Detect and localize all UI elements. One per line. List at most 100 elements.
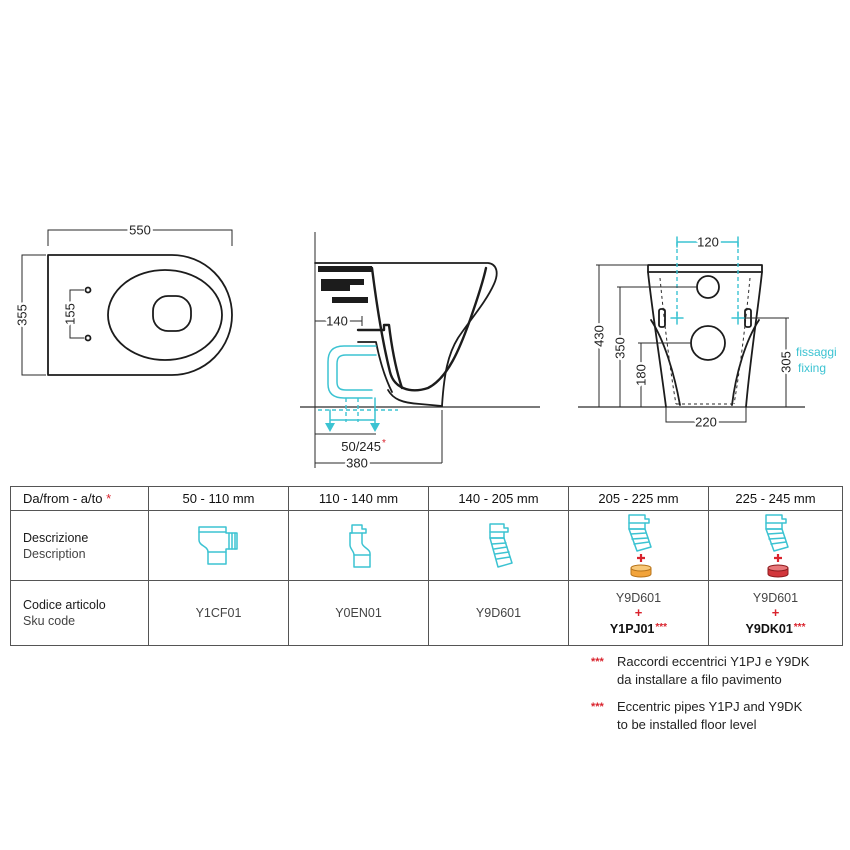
sku-label-cell: Codice articolo Sku code bbox=[10, 580, 149, 646]
footnote-mark: *** bbox=[591, 701, 604, 713]
technical-drawings: 550 355 155 140 50/245 * 380 bbox=[14, 222, 837, 473]
adapter-table: Da/from - a/to * 50 - 110 mm 110 - 140 m… bbox=[10, 486, 843, 646]
body-edge-line bbox=[731, 319, 760, 406]
floor-outlet-asterisk: * bbox=[382, 438, 386, 449]
fixing-label-italian: fissaggi bbox=[796, 345, 837, 359]
ribbed-section bbox=[627, 527, 652, 552]
width-dimension-line bbox=[47, 229, 233, 246]
plus-icon bbox=[636, 553, 645, 562]
fixing-height-dimension-label: 305 bbox=[779, 351, 794, 373]
range-header-label: Da/from - a/to bbox=[23, 491, 103, 506]
offset-adapter-icon bbox=[197, 525, 238, 565]
depth-dimension-line bbox=[21, 254, 46, 376]
pipe-plus-orange-eccentric-icon bbox=[627, 513, 652, 577]
fixing-axis-dashed bbox=[676, 242, 739, 318]
base-width-dimension-label: 220 bbox=[695, 415, 717, 430]
sku-cell: Y0EN01 bbox=[288, 580, 429, 646]
footnote-text: Raccordi eccentrici Y1PJ e Y9DK da insta… bbox=[617, 653, 809, 689]
plus-sign: + bbox=[634, 604, 643, 620]
pipe-plus-red-eccentric-icon bbox=[764, 513, 789, 577]
front-view: 120 430 350 180 305 fissaggi fixing 220 bbox=[578, 232, 837, 432]
outlet-offset-dimension-label: 140 bbox=[326, 314, 348, 329]
arrow-down-icon bbox=[370, 423, 380, 432]
arrow-down-icon bbox=[325, 423, 335, 432]
sku-cell: Y9D601 bbox=[428, 580, 569, 646]
range-cell: 205 - 225 mm bbox=[568, 486, 709, 511]
sku-row: Codice articolo Sku code Y1CF01 Y0EN01 Y… bbox=[10, 580, 843, 646]
fixing-bracket bbox=[658, 308, 666, 328]
outlet-height-dimension-line bbox=[638, 342, 691, 407]
sku-label-english: Sku code bbox=[23, 614, 76, 628]
ribbed-section bbox=[488, 536, 513, 568]
bowl-opening bbox=[152, 295, 192, 332]
description-cell bbox=[288, 510, 429, 581]
hole-spacing-dimension-line bbox=[69, 289, 84, 339]
height-dimension-label: 430 bbox=[592, 325, 607, 347]
front-body-outline bbox=[647, 264, 763, 408]
sku-code: Y9D601 bbox=[475, 606, 522, 620]
footnote-line: Raccordi eccentrici Y1PJ e Y9DK bbox=[617, 654, 810, 669]
bend-pipe-lines bbox=[348, 531, 371, 556]
bend-pipe-body bbox=[348, 523, 371, 568]
table-header-row: Da/from - a/to * 50 - 110 mm 110 - 140 m… bbox=[10, 486, 843, 511]
description-cell bbox=[568, 510, 709, 581]
fixing-point-marker bbox=[670, 311, 745, 325]
footnote-italian: *** Raccordi eccentrici Y1PJ e Y9DK da i… bbox=[591, 653, 841, 689]
footnote-line: to be installed floor level bbox=[617, 717, 757, 732]
range-header-cell: Da/from - a/to * bbox=[10, 486, 149, 511]
range-header-asterisk: * bbox=[106, 491, 112, 506]
range-cell: 50 - 110 mm bbox=[148, 486, 289, 511]
side-view: 140 50/245 * 380 bbox=[300, 232, 540, 473]
sku-code: Y0EN01 bbox=[335, 606, 382, 620]
sku-cell: Y9D601 + Y1PJ01*** bbox=[568, 580, 709, 646]
top-view-outline bbox=[47, 254, 233, 376]
rim-section bbox=[318, 266, 372, 272]
description-row: Descrizione Description bbox=[10, 510, 843, 581]
footnote-text: Eccentric pipes Y1PJ and Y9DK to be inst… bbox=[617, 698, 802, 734]
side-depth-dimension-label: 380 bbox=[346, 456, 368, 471]
ribs bbox=[764, 521, 787, 545]
inlet-height-dimension-label: 350 bbox=[613, 337, 628, 359]
range-cell: 225 - 245 mm bbox=[708, 486, 843, 511]
footnote-mark: *** bbox=[793, 621, 806, 633]
footnote-mark: *** bbox=[655, 621, 668, 633]
outlet-pipe-outline bbox=[336, 354, 377, 391]
sku-code-eccentric: Y9DK01*** bbox=[710, 620, 842, 637]
outlet-pipe-outline bbox=[327, 345, 377, 399]
description-cell bbox=[148, 510, 289, 581]
footnote-line: da installare a filo pavimento bbox=[617, 672, 782, 687]
flush-channel bbox=[321, 279, 364, 291]
range-cell: 110 - 140 mm bbox=[288, 486, 429, 511]
sku-code: Y9D601 bbox=[752, 590, 799, 605]
floor-pipe-dashed bbox=[318, 398, 398, 422]
pipe-head bbox=[764, 513, 787, 530]
plus-icon bbox=[773, 553, 782, 562]
inlet-height-dimension-line bbox=[617, 286, 697, 407]
ribbed-pipe-icon bbox=[488, 522, 513, 568]
ribs bbox=[627, 521, 650, 545]
water-inlet-circle bbox=[696, 275, 720, 299]
eccentric-ring-top bbox=[630, 564, 651, 571]
sku-code-eccentric: Y1PJ01*** bbox=[570, 620, 708, 637]
sku-code: Y9D601 bbox=[615, 590, 662, 605]
eccentric-ring-top bbox=[767, 564, 788, 571]
sku-label-italian: Codice articolo bbox=[23, 598, 106, 612]
fixing-spacing-dimension-label: 120 bbox=[697, 235, 719, 250]
adapter-ribs bbox=[197, 530, 236, 553]
foot-outline bbox=[387, 389, 443, 407]
ribs bbox=[488, 530, 511, 560]
width-dimension-label: 550 bbox=[129, 223, 151, 238]
pipe-head bbox=[488, 522, 509, 539]
eccentric-code: Y1PJ01 bbox=[609, 621, 655, 636]
outlet-offset-dimension-line bbox=[315, 316, 363, 326]
body-edge-line bbox=[650, 319, 681, 406]
hole-spacing-dimension-label: 155 bbox=[63, 303, 78, 325]
bowl-rim-outline bbox=[107, 269, 223, 361]
trap-outline bbox=[356, 323, 404, 390]
pipe-head bbox=[627, 513, 650, 530]
floor-outlet-arrows bbox=[329, 397, 376, 425]
plus-sign: + bbox=[771, 604, 780, 620]
description-label-italian: Descrizione bbox=[23, 530, 89, 545]
trap-outline bbox=[357, 341, 393, 393]
